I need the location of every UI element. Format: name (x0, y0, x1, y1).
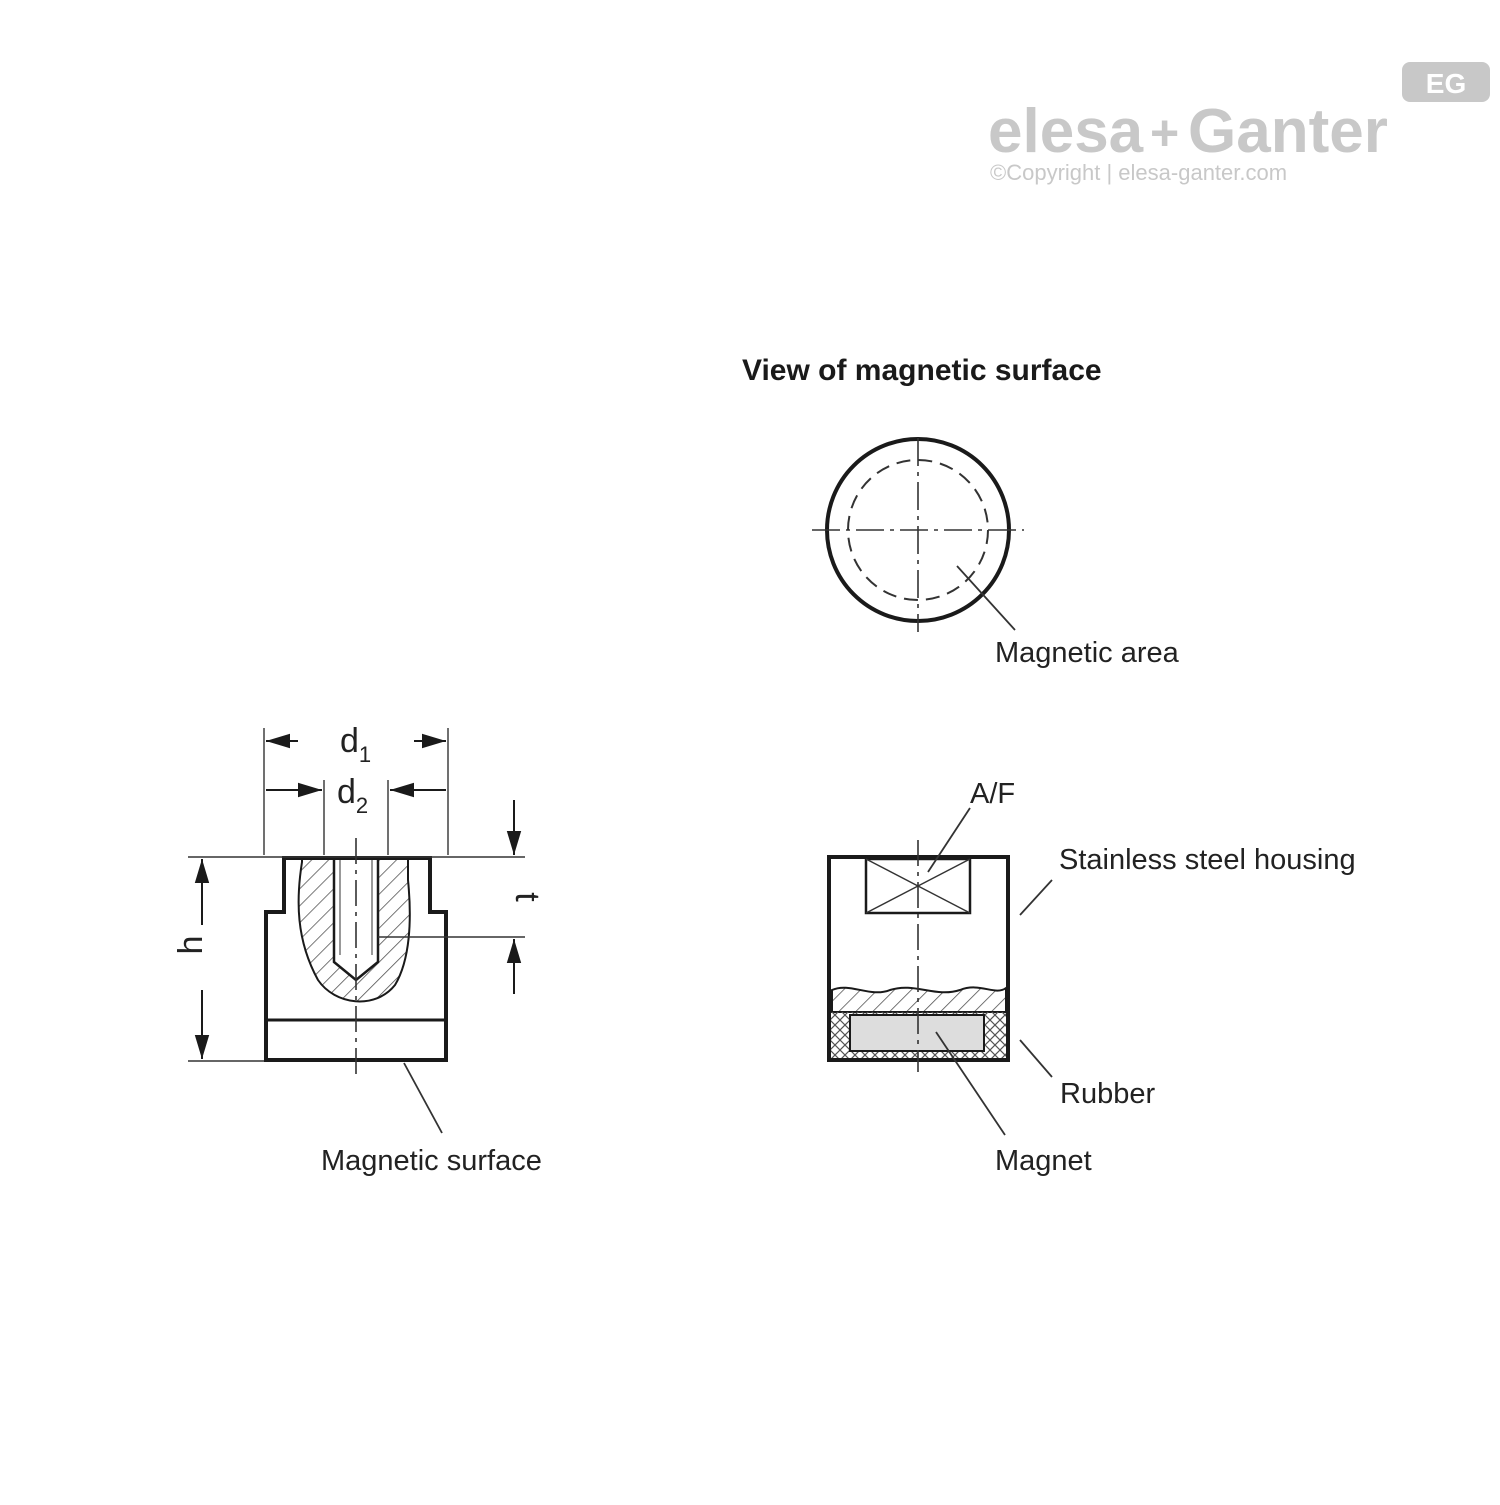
magnet-block (849, 1014, 985, 1052)
af-leader (927, 807, 971, 873)
magnetic-area-label: Magnetic area (995, 637, 1180, 669)
dim-d2-label: d2 (337, 773, 368, 818)
af-label: A/F (970, 778, 1015, 810)
housing-leader (1019, 879, 1053, 916)
dim-d1-label: d1 (340, 722, 371, 767)
section-view: A/F Stainless steel housing Rubber Magne… (827, 778, 1356, 1177)
logo-copyright: ©Copyright | elesa-ganter.com (990, 160, 1287, 185)
magnetic-surface-label: Magnetic surface (321, 1145, 542, 1177)
logo-brand-plus: + (1150, 105, 1179, 161)
side-view: d1 d2 h t Magnetic surface (172, 722, 546, 1177)
top-view-title: View of magnetic surface (742, 354, 1102, 387)
housing-break-hatch (831, 986, 1007, 1013)
top-view: View of magnetic surface Magnetic area (742, 354, 1180, 669)
elesa-ganter-logo: EG elesa + Ganter ©Copyright | elesa-gan… (988, 62, 1490, 185)
eg-badge-icon (1402, 62, 1490, 102)
dim-h-label: h (172, 936, 210, 955)
magnet-label: Magnet (995, 1145, 1092, 1177)
magnetic-area-leader (956, 565, 1016, 631)
magnet-leader (935, 1031, 1006, 1136)
housing-label: Stainless steel housing (1059, 844, 1356, 876)
magnetic-surface-leader (403, 1062, 443, 1134)
logo-brand-right: Ganter (1188, 97, 1388, 166)
eg-badge-text: EG (1426, 68, 1466, 99)
body-outline (264, 856, 448, 1062)
logo-brand-left: elesa (988, 97, 1144, 166)
rubber-leader (1019, 1039, 1053, 1078)
dim-t-label: t (508, 892, 546, 902)
rubber-label: Rubber (1060, 1078, 1155, 1110)
